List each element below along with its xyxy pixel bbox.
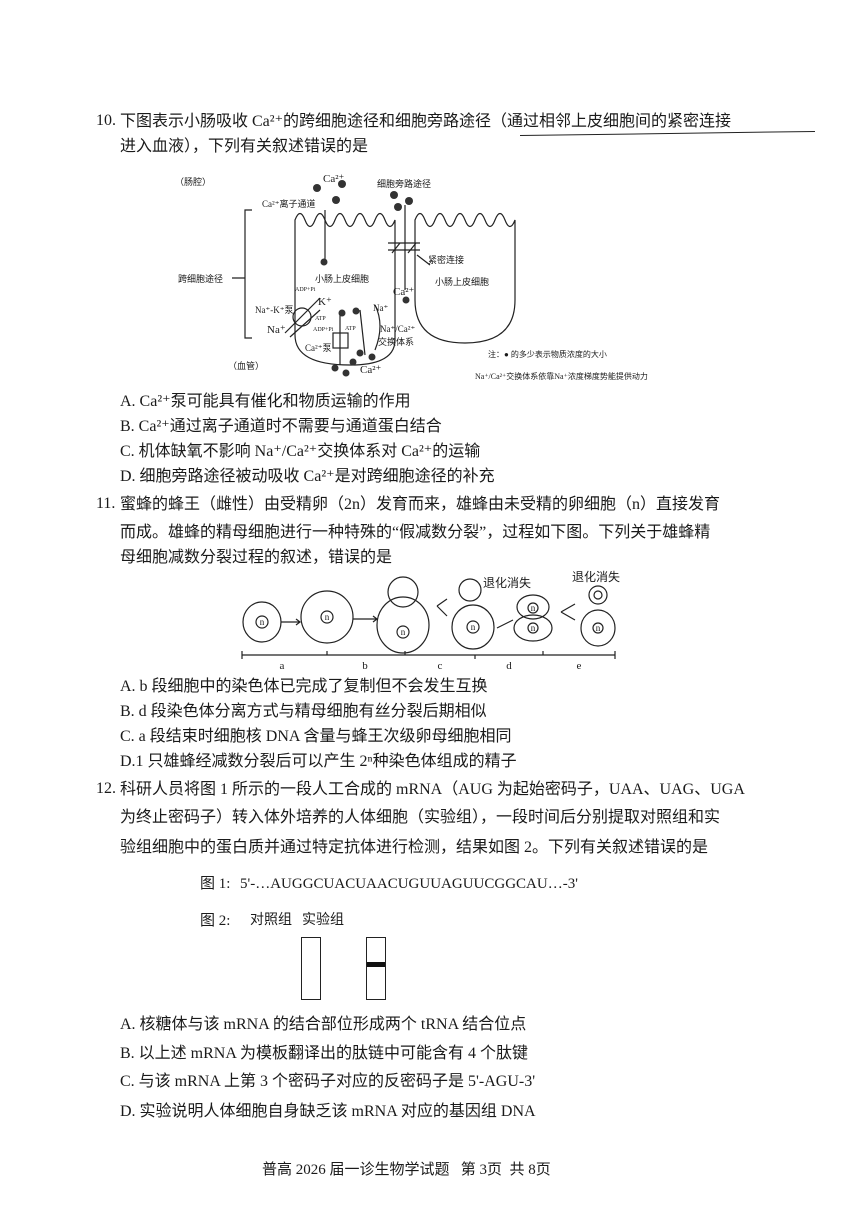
q11-figure: n n n n n n n 退化消失 退化消失 a b c d e [241, 569, 620, 672]
q11-option-d: D.1 只雄蜂经减数分裂后可以产生 2ⁿ种染色体组成的精子 [120, 753, 517, 770]
label-tight-junction: 紧密连接 [428, 254, 464, 265]
degenerate-label-2: 退化消失 [572, 569, 620, 584]
experimental-lane [366, 937, 386, 1000]
q12-option-d: D. 实验说明人体细胞自身缺乏该 mRNA 对应的基因组 DNA [120, 1103, 536, 1120]
fig1-label: 图 1: [200, 876, 231, 892]
q11-option-b: B. d 段染色体分离方式与精母细胞有丝分裂后期相似 [120, 703, 487, 720]
q10-stem-line2: 进入血液），下列有关叙述错误的是 [120, 138, 369, 155]
q12-stem-line1: 科研人员将图 1 所示的一段人工合成的 mRNA（AUG 为起始密码子，UAA、… [120, 781, 745, 798]
label-k: K⁺ [318, 296, 332, 308]
left-cell-outline [294, 212, 396, 366]
q12-stem-line3: 验组细胞中的蛋白质并通过特定抗体进行检测，结果如图 2。下列有关叙述错误的是 [120, 839, 709, 856]
calcium-dots [313, 180, 413, 377]
label-adp-top: ADP+Pi [295, 287, 316, 293]
q12-option-b: B. 以上述 mRNA 为模板翻译出的肽链中可能含有 4 个肽键 [120, 1045, 529, 1062]
transcellular-bracket [232, 209, 252, 339]
fig2-label: 图 2: [200, 913, 231, 929]
nucleus-label: n [325, 612, 330, 622]
arrow [281, 618, 301, 626]
label-ca-bottom: Ca²⁺ [360, 364, 382, 376]
label-na-right: Na⁺ [373, 303, 388, 313]
q10-number: 10. [96, 112, 116, 129]
label-exchanger1: Na⁺/Ca²⁺ [380, 324, 415, 334]
stage-label-e: e [577, 660, 582, 672]
q10-option-b: B. Ca²⁺通过离子通道时不需要与通道蛋白结合 [120, 418, 442, 435]
q11-stem-line3: 母细胞减数分裂过程的叙述，错误的是 [120, 549, 393, 566]
control-lane [301, 937, 321, 1000]
stage-label-b: b [362, 660, 368, 672]
stage-label-d: d [506, 660, 512, 672]
label-atp2: ATP [345, 326, 356, 332]
label-nak-pump: Na⁺-K⁺泵 [255, 305, 294, 315]
stage-label-c: c [438, 660, 443, 672]
nucleus-label: n [596, 623, 601, 633]
nak-pump [292, 307, 312, 327]
label-blood: （血管） [228, 360, 264, 371]
q10-option-d: D. 细胞旁路途径被动吸收 Ca²⁺是对跨细胞途径的补充 [120, 468, 495, 485]
figure-note2: Na⁺/Ca²⁺交换体系依靠Na⁺浓度梯度势能提供动力 [475, 371, 648, 381]
label-ca-top: Ca²⁺ [323, 173, 345, 185]
arrow [560, 603, 576, 621]
arrow [353, 615, 378, 623]
q10-stem-line1: 下图表示小肠吸收 Ca²⁺的跨细胞途径和细胞旁路途径（通过相邻上皮细胞间的紧密连… [120, 113, 732, 130]
q10-option-c: C. 机体缺氧不影响 Na⁺/Ca²⁺交换体系对 Ca²⁺的运输 [120, 443, 481, 460]
q12-stem-line2: 为终止密码子）转入体外培养的人体细胞（实验组），一段时间后分别提取对照组和实 [120, 809, 721, 826]
label-adp-bottom: ADP+Pi [313, 327, 334, 333]
q11-number: 11. [96, 495, 116, 512]
q11-stem-line1: 蜜蜂的蜂王（雌性）由受精卵（2n）发育而来，雄蜂由未受精的卵细胞（n）直接发育 [120, 496, 721, 513]
label-cell-right: 小肠上皮细胞 [435, 276, 489, 287]
q11-option-a: A. b 段细胞中的染色体已完成了复制但不会发生互换 [120, 678, 488, 695]
protein-band [367, 962, 385, 967]
q12-option-c: C. 与该 mRNA 上第 3 个密码子对应的反密码子是 5'-AGU-3' [120, 1073, 536, 1090]
q11-stem-line2: 而成。雄蜂的精母细胞进行一种特殊的“假减数分裂”，过程如下图。下列关于雄蜂精 [120, 524, 711, 541]
label-lumen: （肠腔） [175, 176, 211, 187]
control-label: 对照组 [250, 913, 292, 928]
right-cell-outline [414, 212, 516, 344]
page-footer: 普高 2026 届一诊生物学试题 第 3页 共 8页 [262, 1162, 551, 1178]
label-paracellular: 细胞旁路途径 [377, 178, 431, 189]
q10-figure: （肠腔） Ca²⁺ 细胞旁路途径 Ca²⁺离子通道 跨细胞途径 紧密连接 小肠上… [175, 173, 648, 381]
figure-note1: 注：● 的多少表示物质浓度的大小 [488, 349, 607, 359]
nucleus-label: n [260, 617, 265, 627]
fig1-sequence: 5'-…AUGGCUACUAACUGUUAGUUCGGCAU…-3' [240, 876, 578, 892]
label-exchanger2: 交换体系 [378, 336, 414, 347]
q12-option-a: A. 核糖体与该 mRNA 的结合部位形成两个 tRNA 结合位点 [120, 1016, 527, 1033]
label-ca-right: Ca²⁺ [393, 286, 415, 298]
label-atp1: ATP [315, 316, 326, 322]
q11-option-c: C. a 段结束时细胞核 DNA 含量与蜂王次级卵母细胞相同 [120, 728, 512, 745]
nucleus-label: n [471, 622, 476, 632]
label-na-left: Na⁺ [267, 324, 286, 336]
q12-number: 12. [96, 780, 116, 797]
stage-label-a: a [280, 660, 285, 672]
experimental-label: 实验组 [302, 913, 344, 928]
degenerate-label-1: 退化消失 [483, 575, 531, 590]
arrow [436, 598, 448, 617]
label-cell-left: 小肠上皮细胞 [315, 273, 369, 284]
nucleus-label: n [401, 627, 406, 637]
q10-option-a: A. Ca²⁺泵可能具有催化和物质运输的作用 [120, 393, 411, 410]
arrow [496, 619, 514, 629]
nucleus-label: n [531, 603, 536, 613]
nucleus-label: n [531, 623, 536, 633]
label-transcellular: 跨细胞途径 [178, 273, 223, 284]
label-ca-pump: Ca²⁺泵 [305, 343, 331, 353]
label-ca-channel: Ca²⁺离子通道 [262, 198, 315, 209]
